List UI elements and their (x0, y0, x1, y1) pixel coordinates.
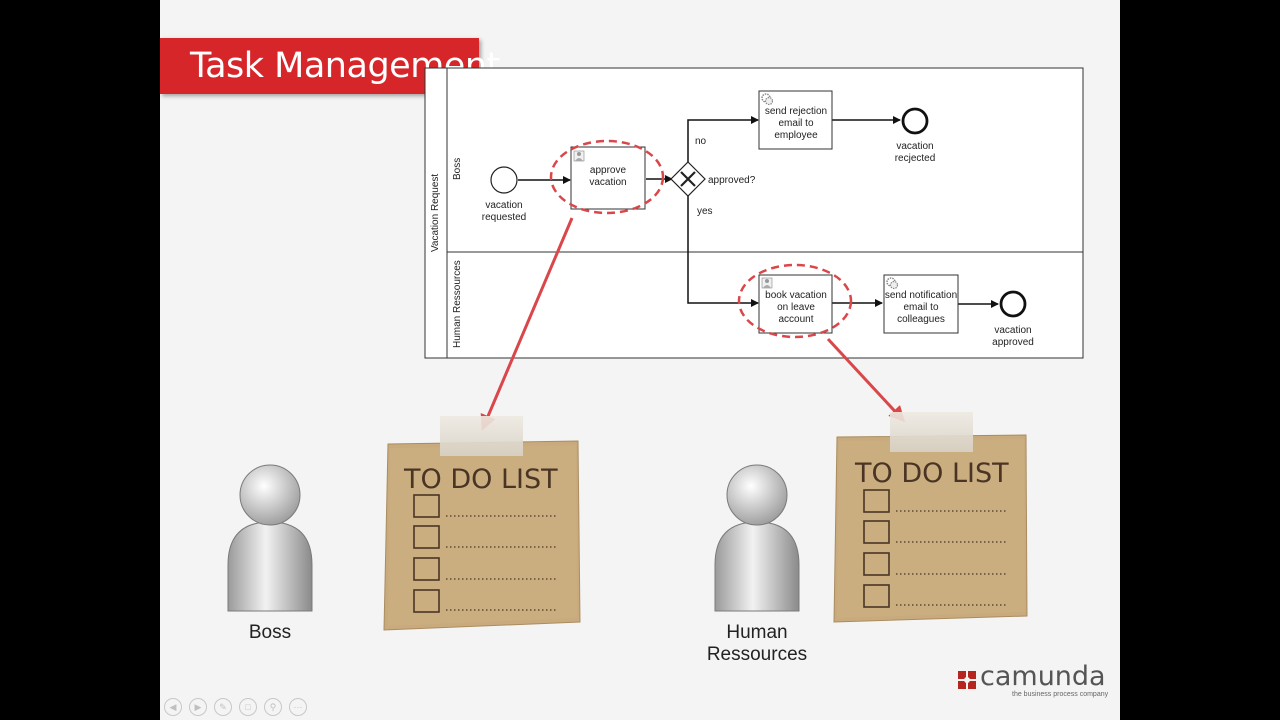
task-send-rejection: send rejection email to employee (758, 90, 833, 150)
todo-title: TO DO LIST (854, 458, 1009, 489)
prev-icon[interactable]: ◀ (164, 698, 182, 716)
flow-label-yes: yes (697, 206, 713, 217)
svg-text:colleagues: colleagues (897, 314, 945, 325)
person-icon (714, 464, 800, 612)
svg-text:account: account (778, 314, 813, 325)
checkbox-list (413, 494, 556, 613)
camunda-logo-icon (958, 671, 976, 689)
person-label-hr-line1: Human (726, 622, 788, 643)
svg-text:vacation: vacation (896, 141, 933, 152)
more-icon[interactable]: ⋯ (289, 698, 307, 716)
arrow-to-boss-list (480, 217, 574, 431)
service-task-icon (886, 277, 899, 290)
task-approve-vacation: approve vacation (570, 146, 646, 210)
end-event-rejected: vacation recjected (895, 107, 936, 164)
gateway-label: approved? (708, 175, 756, 186)
logo-tagline: the business process company (1012, 691, 1109, 698)
svg-text:employee: employee (774, 130, 818, 141)
start-event: vacation requested (482, 166, 526, 223)
todo-title: TO DO LIST (403, 464, 558, 495)
user-task-icon (573, 150, 585, 162)
tape (440, 416, 523, 456)
svg-text:requested: requested (482, 212, 526, 223)
task-send-notification: send notification email to colleagues (883, 274, 959, 334)
flow-no (687, 116, 759, 164)
user-task-icon (761, 277, 773, 289)
svg-text:vacation: vacation (589, 177, 626, 188)
svg-text:book vacation: book vacation (765, 290, 827, 301)
tape (890, 412, 973, 452)
slide: Task Management (160, 0, 1120, 720)
highlight-book (737, 263, 853, 339)
next-icon[interactable]: ▶ (189, 698, 207, 716)
slides-icon[interactable]: □ (239, 698, 257, 716)
sequence-flows (518, 116, 999, 308)
flow-label-no: no (695, 136, 707, 147)
svg-text:vacation: vacation (485, 200, 522, 211)
checkbox-list (863, 489, 1006, 608)
svg-text:vacation: vacation (994, 325, 1031, 336)
diagram-canvas: Vacation Request Boss Human Ressources v… (227, 67, 1084, 631)
svg-text:email to: email to (778, 118, 813, 129)
lane-label-hr: Human Ressources (452, 260, 463, 348)
svg-text:on leave: on leave (777, 302, 815, 313)
person-icon (227, 464, 313, 612)
svg-text:send rejection: send rejection (765, 106, 827, 117)
exclusive-gateway-icon (670, 161, 706, 197)
highlight-approve (549, 139, 665, 215)
svg-text:recjected: recjected (895, 153, 936, 164)
lane-label-boss: Boss (452, 158, 463, 180)
flow-yes (687, 196, 759, 307)
pool-label: Vacation Request (430, 174, 441, 252)
person-label-hr: Human Ressources (687, 622, 827, 666)
zoom-icon[interactable]: ⚲ (264, 698, 282, 716)
task-book-vacation: book vacation on leave account (758, 274, 833, 334)
end-event-approved: vacation approved (992, 290, 1034, 348)
todo-note-hr: TO DO LIST (833, 412, 1028, 623)
svg-text:approve: approve (590, 165, 627, 176)
pen-icon[interactable]: ✎ (214, 698, 232, 716)
svg-text:send notification: send notification (885, 290, 957, 301)
person-label-boss: Boss (248, 622, 292, 643)
person-label-hr-line2: Ressources (706, 644, 808, 665)
todo-note-boss: TO DO LIST (383, 416, 581, 631)
title-banner: Task Management (160, 38, 500, 94)
svg-text:email to: email to (903, 302, 938, 313)
logo-name: camunda (980, 661, 1106, 692)
arrow-to-hr-list (826, 337, 906, 423)
svg-text:approved: approved (992, 337, 1034, 348)
service-task-icon (761, 93, 774, 106)
